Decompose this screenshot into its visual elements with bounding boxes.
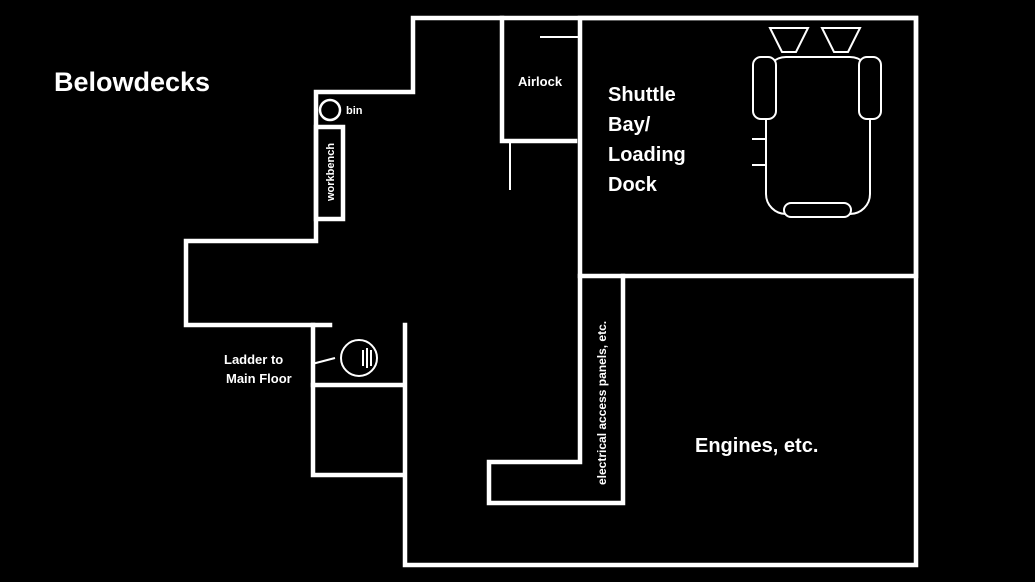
- ladder-hatch-icon: [340, 339, 378, 377]
- ladder-label-line-2: Main Floor: [226, 371, 292, 386]
- ladder-room: [310, 322, 406, 478]
- workbench: [313, 124, 346, 222]
- electrical-access-label: electrical access panels, etc.: [595, 321, 609, 485]
- bin-label: bin: [346, 105, 363, 117]
- map-title: Belowdecks: [54, 67, 210, 97]
- shuttle-bay-label-line-3: Loading: [608, 144, 686, 166]
- shuttle-bay-room: [577, 15, 919, 279]
- engines-label: Engines, etc.: [695, 435, 818, 457]
- shuttle-bay-label-line-2: Bay/: [608, 114, 651, 136]
- ladder-label-line-1: Ladder to: [224, 352, 283, 367]
- workbench-label: workbench: [325, 143, 337, 202]
- hull-outline: [183, 15, 919, 568]
- shuttle-bay-label-line-4: Dock: [608, 174, 658, 196]
- shuttle-bay-label-line-1: Shuttle: [608, 84, 676, 106]
- shuttle-craft-icon: [752, 27, 882, 218]
- airlock-room: [499, 15, 578, 144]
- bin-icon: [318, 98, 342, 122]
- airlock-label: Airlock: [518, 74, 563, 89]
- ladder-pointer-line: [311, 357, 336, 365]
- electrical-access-corridor: [486, 273, 626, 506]
